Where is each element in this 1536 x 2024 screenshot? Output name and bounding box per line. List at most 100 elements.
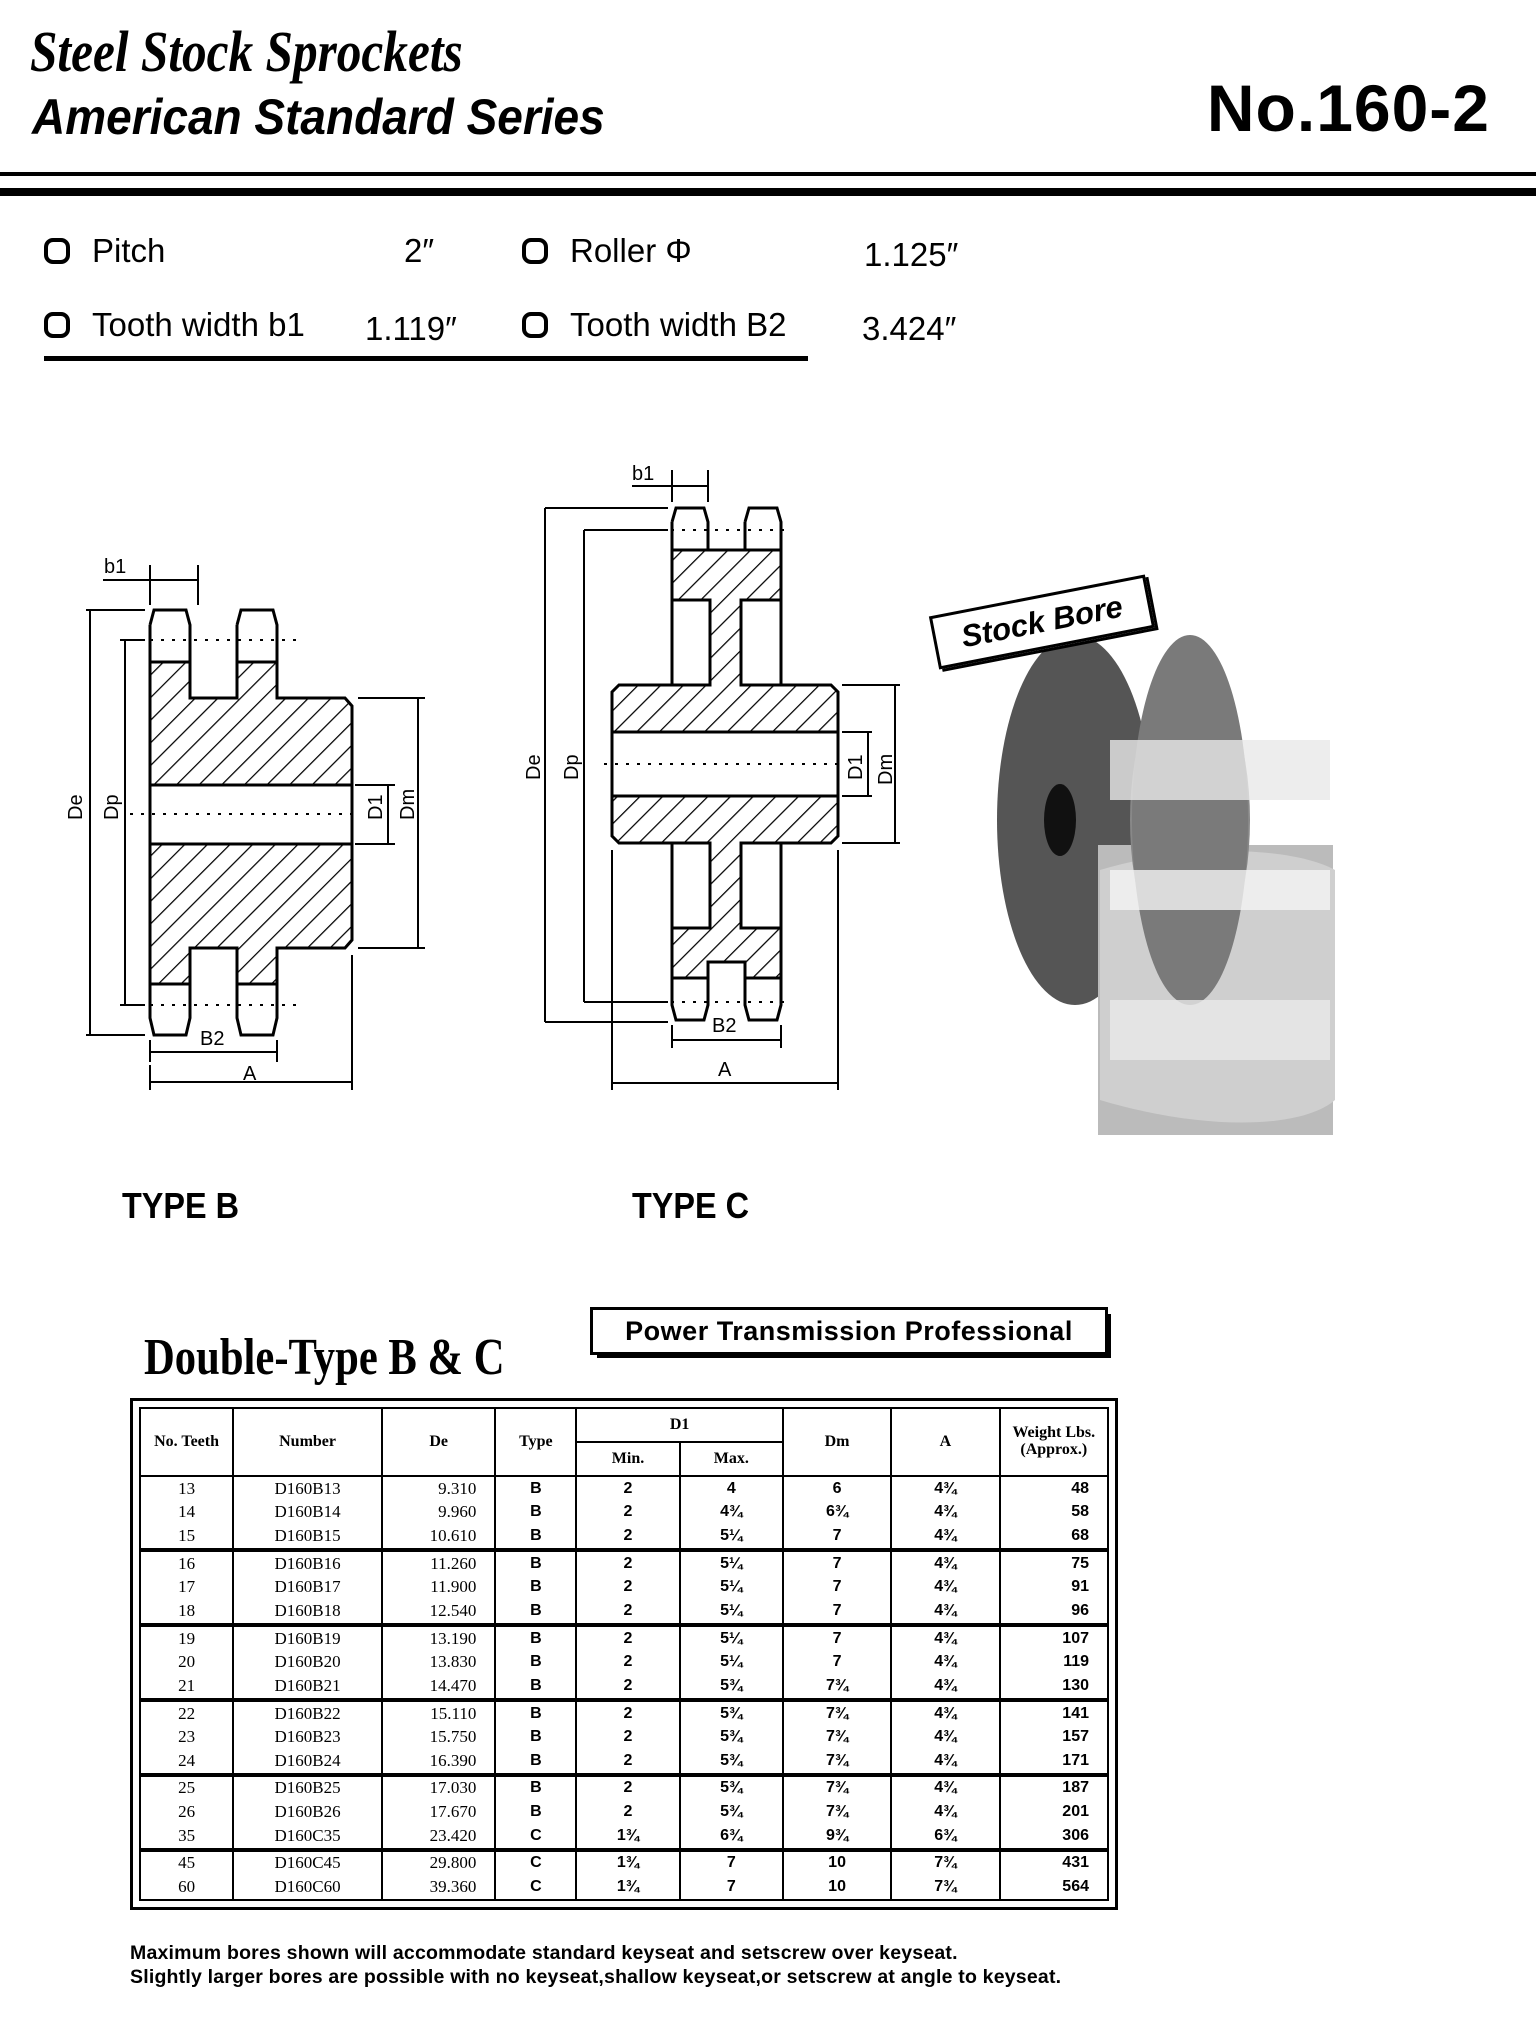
cell-a: 4¾ (890, 1524, 1001, 1550)
col-header-d1-max: Max. (678, 1441, 784, 1477)
cell-de: 29.800 (380, 1847, 497, 1876)
cell-number: D160B18 (232, 1599, 383, 1625)
cell-number: D160C45 (232, 1847, 383, 1876)
cell-dm: 10 (781, 1875, 893, 1901)
cell-number: D160C35 (232, 1823, 383, 1850)
cell-min: 2 (575, 1748, 681, 1775)
cell-dm: 6¾ (781, 1500, 893, 1525)
cell-a: 4¾ (890, 1772, 1001, 1801)
cell-a: 4¾ (890, 1500, 1001, 1525)
cell-max: 6¾ (678, 1823, 784, 1850)
cell-de: 16.390 (380, 1748, 497, 1775)
spec-pitch-value: 2″ (404, 232, 435, 269)
cell-weight: 171 (998, 1748, 1110, 1775)
cell-teeth: 25 (138, 1772, 235, 1801)
cell-number: D160B23 (232, 1725, 383, 1749)
cell-number: D160B22 (232, 1697, 383, 1726)
cell-de: 10.610 (380, 1524, 497, 1550)
cell-dm: 7¾ (781, 1800, 893, 1824)
cell-de: 11.900 (380, 1575, 497, 1600)
cell-max: 5¾ (678, 1725, 784, 1749)
cell-type: B (494, 1575, 578, 1600)
col-header-d1-min: Min. (575, 1441, 681, 1477)
cell-dm: 10 (781, 1847, 893, 1876)
cell-weight: 96 (998, 1599, 1110, 1625)
col-header-weight: Weight Lbs. (Approx.) (998, 1407, 1110, 1477)
cell-max: 5¾ (678, 1697, 784, 1726)
dim-label-dp-c: Dp (561, 754, 583, 780)
cell-weight: 119 (998, 1650, 1110, 1675)
type-c-label: TYPE C (632, 1185, 750, 1226)
dim-label-de-c: De (523, 754, 545, 780)
cell-type: B (494, 1697, 578, 1726)
col-header-a: A (890, 1407, 1001, 1477)
cell-weight: 91 (998, 1575, 1110, 1600)
cell-teeth: 35 (138, 1823, 235, 1850)
cell-weight: 157 (998, 1725, 1110, 1749)
spec-tooth-width-b2-value: 3.424″ (862, 310, 957, 347)
cell-number: D160B16 (232, 1547, 383, 1576)
cell-teeth: 17 (138, 1575, 235, 1600)
cell-type: C (494, 1823, 578, 1850)
cell-a: 4¾ (890, 1697, 1001, 1726)
cell-teeth: 14 (138, 1500, 235, 1525)
cell-teeth: 22 (138, 1697, 235, 1726)
cell-weight: 58 (998, 1500, 1110, 1525)
cell-max: 5¼ (678, 1547, 784, 1576)
col-header-type: Type (494, 1407, 578, 1477)
cell-max: 7 (678, 1875, 784, 1901)
cell-teeth: 20 (138, 1650, 235, 1675)
cell-weight: 48 (998, 1476, 1110, 1501)
cell-teeth: 19 (138, 1622, 235, 1651)
cell-number: D160B13 (232, 1476, 383, 1501)
cell-weight: 130 (998, 1674, 1110, 1700)
title-line-1: Steel Stock Sprockets (30, 19, 463, 84)
cell-max: 5¾ (678, 1674, 784, 1700)
spec-label: Tooth width B2 (570, 306, 787, 343)
cell-min: 2 (575, 1524, 681, 1550)
cell-teeth: 21 (138, 1674, 235, 1700)
cell-weight: 201 (998, 1800, 1110, 1824)
cell-number: D160B15 (232, 1524, 383, 1550)
type-c-drawing (544, 470, 900, 1090)
title-line-2: American Standard Series (32, 89, 605, 145)
cell-weight: 564 (998, 1875, 1110, 1901)
spec-label: Roller Φ (570, 232, 692, 269)
dim-label-dp: Dp (101, 794, 123, 820)
bullet-icon (522, 238, 548, 264)
cell-max: 5¾ (678, 1800, 784, 1824)
cell-type: B (494, 1725, 578, 1749)
cell-a: 4¾ (890, 1674, 1001, 1700)
cell-dm: 7 (781, 1650, 893, 1675)
col-header-dm: Dm (781, 1407, 893, 1477)
cell-dm: 6 (781, 1476, 893, 1501)
cell-type: B (494, 1524, 578, 1550)
cell-type: B (494, 1772, 578, 1801)
dim-label-a: A (243, 1063, 257, 1085)
cell-number: D160B17 (232, 1575, 383, 1600)
cell-teeth: 16 (138, 1547, 235, 1576)
cell-min: 2 (575, 1547, 681, 1576)
cell-min: 2 (575, 1476, 681, 1501)
cell-a: 4¾ (890, 1748, 1001, 1775)
cell-de: 9.310 (380, 1476, 497, 1501)
dim-label-dm: Dm (397, 789, 419, 820)
tagline-box: Power Transmission Professional (590, 1307, 1111, 1358)
spec-roller: Roller Φ (522, 232, 692, 270)
cell-max: 5¾ (678, 1748, 784, 1775)
cell-de: 39.360 (380, 1875, 497, 1901)
cell-type: B (494, 1500, 578, 1525)
cell-teeth: 15 (138, 1524, 235, 1550)
cell-dm: 7¾ (781, 1674, 893, 1700)
dim-label-de: De (65, 794, 87, 820)
spec-tooth-width-b1-value: 1.119″ (365, 310, 457, 347)
cell-teeth: 24 (138, 1748, 235, 1775)
cell-de: 11.260 (380, 1547, 497, 1576)
cell-a: 4¾ (890, 1575, 1001, 1600)
cell-max: 4¾ (678, 1500, 784, 1525)
